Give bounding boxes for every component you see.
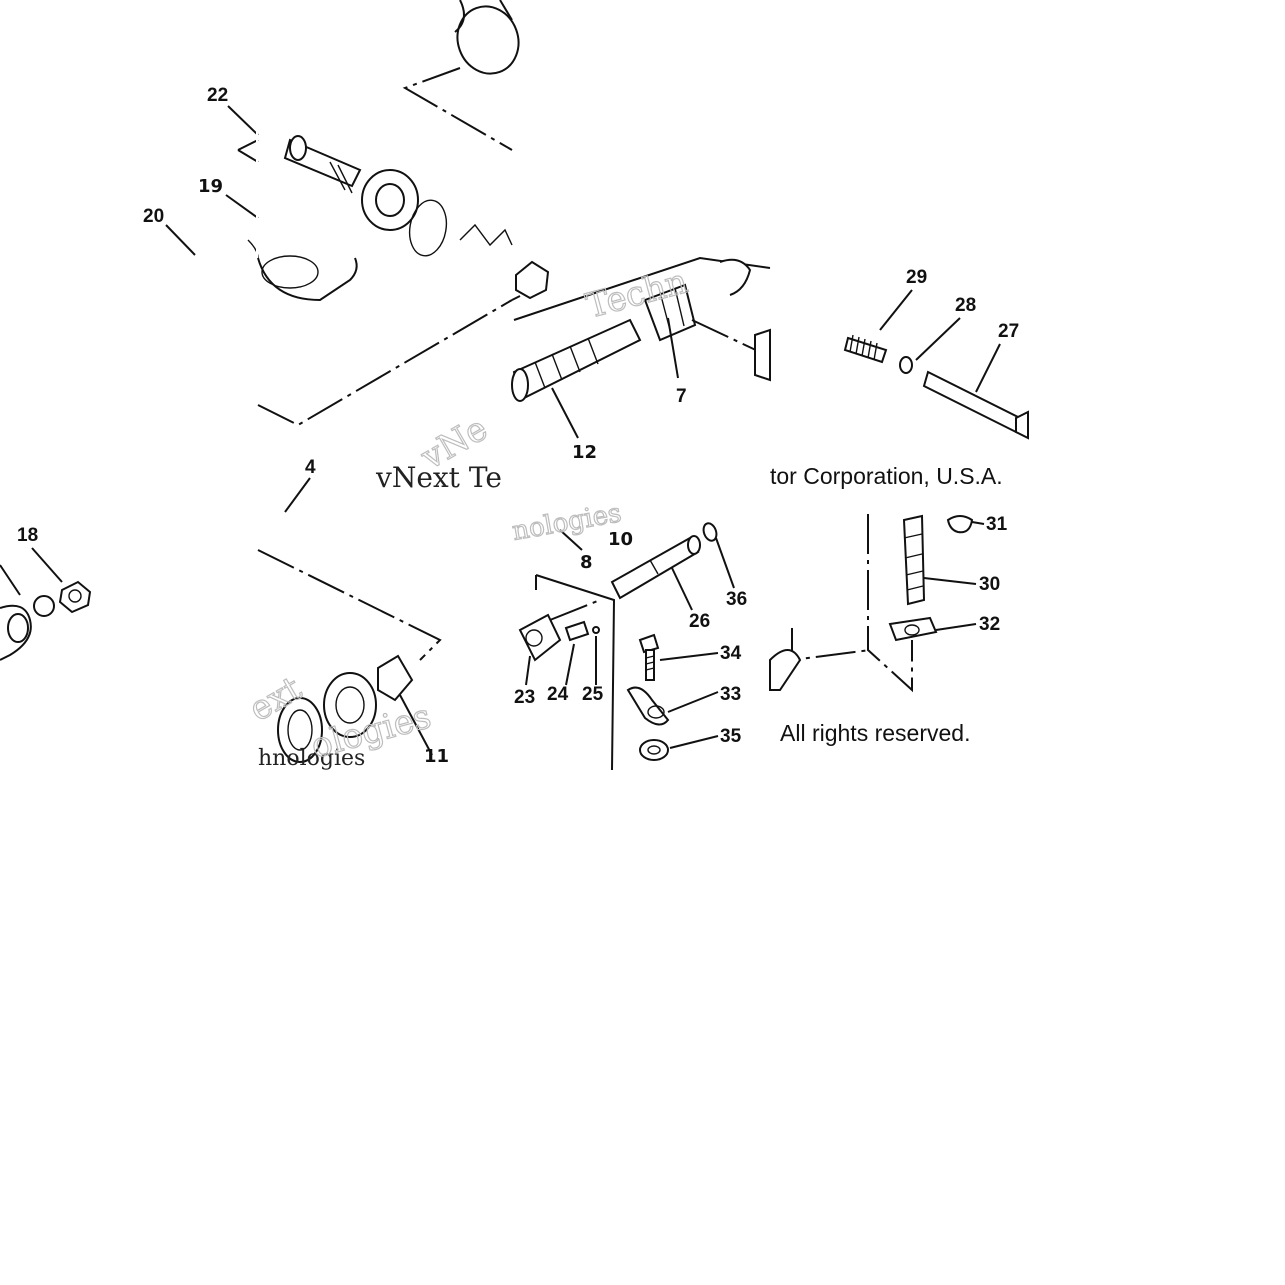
callout-11: 11 <box>424 746 449 767</box>
yoke-part <box>0 580 92 661</box>
callout-23: 23 <box>514 687 535 708</box>
callout-25: 25 <box>582 684 604 705</box>
collar-part <box>639 739 669 761</box>
callout-19: 19 <box>198 176 223 197</box>
tile-lower-right <box>769 514 985 693</box>
callout-7: 7 <box>676 386 687 407</box>
tile-lower-middle-left <box>257 549 442 763</box>
tile-upper-right <box>843 289 1029 440</box>
callout-10: 10 <box>608 529 633 550</box>
gear-housing-part <box>257 257 358 302</box>
lever-assembly-part <box>518 613 562 662</box>
callout-18: 18 <box>17 525 38 546</box>
shift-shaft-part <box>902 514 926 606</box>
callout-28: 28 <box>955 295 976 316</box>
tile-upper-left <box>0 0 521 661</box>
shift-arm-part <box>888 616 938 642</box>
callout-4: 4 <box>305 457 316 478</box>
callout-12: 12 <box>572 442 597 463</box>
lock-washer-part <box>377 654 414 702</box>
callout-labels: 22 19 20 4 18 12 7 29 28 27 8 10 36 26 3… <box>17 85 1019 767</box>
o-ring-part <box>456 5 520 75</box>
o-ring-small-part <box>702 522 718 542</box>
nut-part <box>515 260 550 300</box>
callout-22: 22 <box>207 85 228 106</box>
callout-34: 34 <box>720 643 742 664</box>
watermark-text: vNext Te <box>375 461 502 494</box>
washer-part <box>899 356 913 374</box>
callout-36: 36 <box>726 589 747 610</box>
bolt-part <box>638 633 660 681</box>
small-spring-part <box>564 620 590 642</box>
tile-center <box>511 256 771 439</box>
oil-seal-part <box>277 697 323 763</box>
shift-rod-part <box>922 370 1029 440</box>
clutch-dog-part <box>643 283 697 342</box>
callout-27: 27 <box>998 321 1019 342</box>
spring-part <box>843 334 888 364</box>
callout-35: 35 <box>720 726 742 747</box>
ball-part <box>592 626 600 634</box>
callout-33: 33 <box>720 684 741 705</box>
copyright-line-1: tor Corporation, U.S.A. <box>770 463 1003 489</box>
callout-26: 26 <box>689 611 710 632</box>
stopper-plate-part <box>626 686 670 726</box>
main-shaft-part <box>511 318 642 402</box>
tile-center-lower <box>518 522 735 771</box>
callout-30: 30 <box>979 574 1000 595</box>
circlip-part <box>946 515 974 534</box>
bearing-part <box>323 672 377 738</box>
callout-20: 20 <box>143 206 164 227</box>
shift-fork-shaft-part <box>610 535 701 600</box>
callout-24: 24 <box>547 684 569 705</box>
callout-31: 31 <box>986 514 1008 535</box>
copyright-line-2: All rights reserved. <box>780 720 970 746</box>
callout-8: 8 <box>580 552 593 573</box>
snap-ring-part <box>408 199 448 257</box>
ball-bearing-part <box>361 169 419 231</box>
tile-edges <box>256 0 258 258</box>
callout-29: 29 <box>906 267 927 288</box>
watermark-text: nologies <box>510 498 624 547</box>
watermark-text: hnologies <box>258 746 365 771</box>
callout-32: 32 <box>979 614 1000 635</box>
